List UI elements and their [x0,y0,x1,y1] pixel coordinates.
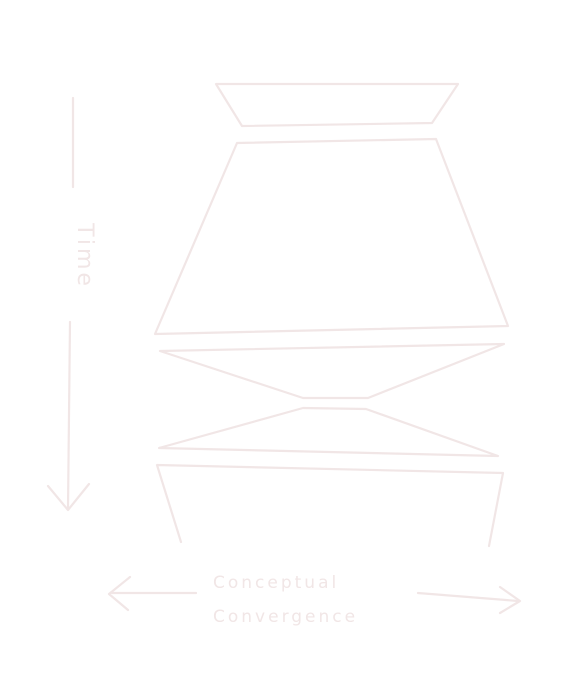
convergence-axis-arrowhead-left [107,575,132,612]
time-axis-arrowhead [46,482,91,512]
diverging-shape [157,406,500,458]
time-axis-line-bottom [66,320,72,510]
convergence-label-line2: Convergence [213,607,358,627]
top-narrow-trapezoid [214,82,460,128]
convergence-axis-arrowhead-right [498,585,522,615]
convergence-axis-line-right [416,591,520,603]
converging-shape [158,342,506,400]
time-axis-label: Time [72,222,97,289]
bottom-open-shape [155,463,505,548]
large-widening-trapezoid [153,137,510,336]
convergence-label-line1: Conceptual [213,573,339,593]
